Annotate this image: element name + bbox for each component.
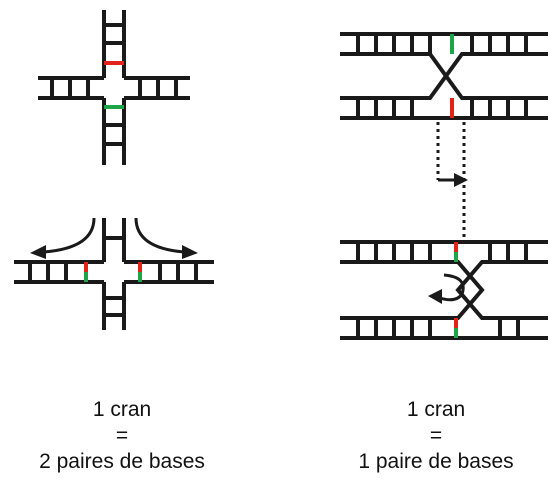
caption-line: = bbox=[429, 424, 443, 447]
four-way-junction-bottom bbox=[14, 218, 214, 330]
caption-two-base-pairs: 1 cran = 2 paires de bases bbox=[2, 397, 242, 475]
colored-base-pairs-bottom bbox=[84, 262, 142, 282]
migration-arrows-left bbox=[43, 217, 185, 254]
arrowheads-left bbox=[30, 245, 198, 259]
rotation-arrow-icon bbox=[428, 273, 465, 304]
colored-base-pairs-top bbox=[104, 61, 124, 109]
caption-line: 1 paire de bases bbox=[358, 450, 514, 473]
step-arrow bbox=[438, 173, 468, 187]
caption-line: = bbox=[115, 424, 129, 447]
caption-line: 2 paires de bases bbox=[39, 450, 205, 473]
caption-line: 1 cran bbox=[92, 398, 152, 421]
caption-one-base-pair: 1 cran = 1 paire de bases bbox=[316, 397, 552, 475]
crossed-duplex-bottom bbox=[340, 240, 548, 340]
caption-line: 1 cran bbox=[406, 398, 466, 421]
crossed-duplex-top bbox=[340, 32, 548, 120]
four-way-junction-top bbox=[38, 10, 190, 165]
